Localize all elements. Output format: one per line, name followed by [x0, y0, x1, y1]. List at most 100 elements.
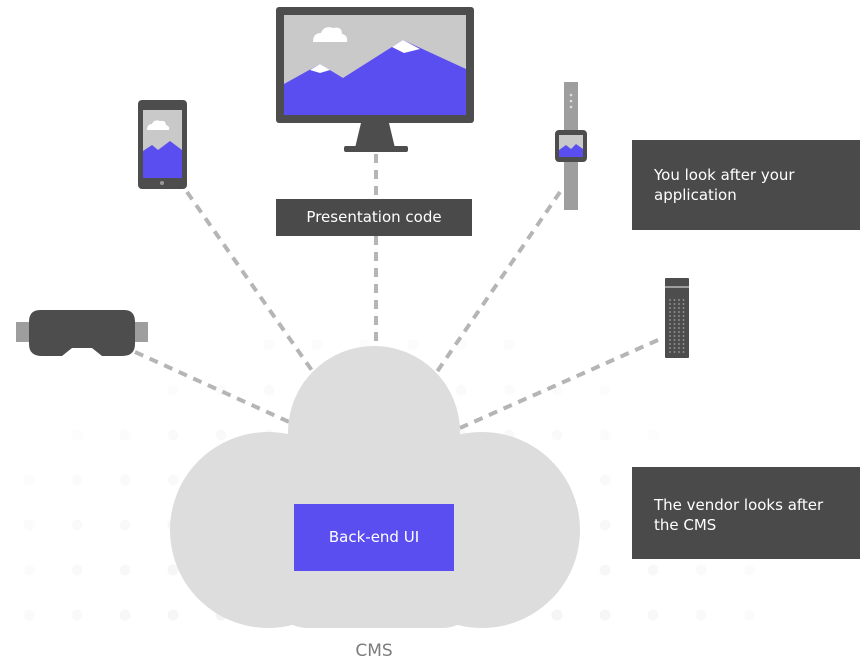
- remote-key-dot: [678, 351, 680, 353]
- remote-key-dot: [673, 307, 676, 309]
- connector-vr: [134, 350, 299, 428]
- background-dot: [167, 474, 179, 486]
- remote-key-dot: [678, 347, 680, 349]
- remote-key-dot: [682, 307, 685, 309]
- background-dot: [599, 474, 611, 486]
- connector-remote: [459, 338, 659, 430]
- remote-key-dot: [682, 331, 685, 333]
- connector-watch: [428, 190, 562, 384]
- remote-key-dot: [669, 335, 671, 337]
- remote-key-dot: [678, 339, 680, 341]
- background-dot: [167, 564, 179, 576]
- background-dot: [71, 609, 83, 621]
- background-dot: [23, 519, 35, 531]
- background-dot: [743, 564, 755, 576]
- connector-lines: [134, 154, 659, 430]
- background-dot: [167, 429, 179, 441]
- remote-key-dot: [682, 351, 685, 353]
- background-dot: [119, 564, 131, 576]
- remote-key-dot: [669, 327, 671, 329]
- remote-key-dot: [673, 315, 676, 317]
- background-dot: [599, 609, 611, 621]
- remote-key-dot: [673, 311, 676, 313]
- background-dot: [599, 384, 611, 396]
- background-dot: [119, 609, 131, 621]
- background-dot: [119, 429, 131, 441]
- remote-key-dot: [669, 299, 671, 301]
- remote-key-dot: [682, 299, 685, 301]
- remote-key-dot: [682, 347, 685, 349]
- remote-key-dot: [682, 311, 685, 313]
- remote-key-dot: [673, 339, 676, 341]
- background-dot: [263, 339, 275, 351]
- remote-key-dot: [678, 299, 680, 301]
- remote-key-dot: [673, 303, 676, 305]
- connector-phone: [185, 190, 322, 384]
- remote-key-dot: [678, 327, 680, 329]
- remote-key-dot: [678, 343, 680, 345]
- background-dot: [695, 609, 707, 621]
- vendor-note: The vendor looks after the CMS: [632, 467, 860, 559]
- background-dot: [311, 339, 323, 351]
- remote-key-dot: [673, 319, 676, 321]
- background-dot: [599, 519, 611, 531]
- background-dot: [71, 429, 83, 441]
- background-dot: [215, 429, 227, 441]
- remote-key-dot: [682, 315, 685, 317]
- smartphone-icon: [138, 100, 187, 189]
- remote-key-dot: [669, 347, 671, 349]
- remote-key-dot: [669, 339, 671, 341]
- remote-key-dot: [678, 331, 680, 333]
- remote-key-dot: [682, 335, 685, 337]
- background-dot: [599, 429, 611, 441]
- remote-key-dot: [669, 319, 671, 321]
- smartwatch-icon: [555, 82, 587, 210]
- background-dot: [599, 564, 611, 576]
- remote-key-dot: [682, 343, 685, 345]
- application-note: You look after your application: [632, 140, 860, 230]
- background-dot: [455, 384, 467, 396]
- background-dot: [167, 384, 179, 396]
- background-dot: [119, 519, 131, 531]
- remote-key-dot: [673, 347, 676, 349]
- remote-key-dot: [678, 335, 680, 337]
- background-dot: [167, 609, 179, 621]
- remote-key-dot: [682, 303, 685, 305]
- background-dot: [647, 429, 659, 441]
- presentation-code-label: Presentation code: [276, 199, 472, 236]
- remote-key-dot: [682, 323, 685, 325]
- remote-key-dot: [669, 331, 671, 333]
- remote-key-dot: [669, 323, 671, 325]
- background-dot: [23, 564, 35, 576]
- remote-key-dot: [678, 303, 680, 305]
- remote-key-dot: [678, 307, 680, 309]
- background-dot: [551, 609, 563, 621]
- background-dot: [695, 564, 707, 576]
- cms-cloud: [170, 346, 580, 628]
- background-dot: [23, 609, 35, 621]
- vr-headset-icon: [16, 310, 148, 356]
- remote-key-dot: [669, 303, 671, 305]
- remote-key-dot: [678, 311, 680, 313]
- background-dot: [119, 474, 131, 486]
- background-dot: [407, 339, 419, 351]
- remote-key-dot: [673, 335, 676, 337]
- remote-key-dot: [669, 343, 671, 345]
- remote-key-dot: [673, 323, 676, 325]
- background-dot: [647, 609, 659, 621]
- remote-key-dot: [669, 315, 671, 317]
- remote-key-dot: [673, 331, 676, 333]
- background-dot: [503, 384, 515, 396]
- remote-key-dot: [673, 299, 676, 301]
- remote-key-dot: [673, 327, 676, 329]
- background-dot: [263, 384, 275, 396]
- backend-ui-box: Back-end UI: [294, 504, 454, 571]
- remote-key-dot: [673, 343, 676, 345]
- remote-key-dot: [682, 327, 685, 329]
- background-dot: [71, 474, 83, 486]
- background-dot: [647, 564, 659, 576]
- remote-key-dot: [682, 319, 685, 321]
- background-dot: [23, 474, 35, 486]
- background-dot: [743, 609, 755, 621]
